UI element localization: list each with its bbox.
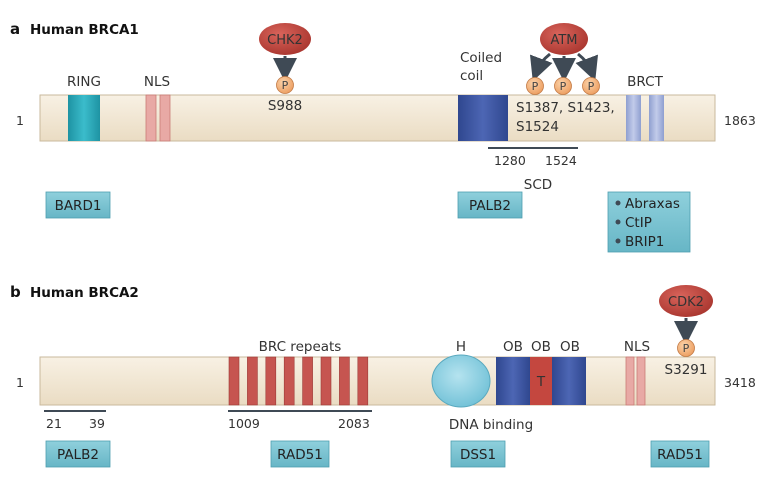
rad51-label-right: RAD51 — [657, 447, 703, 463]
brca2-protein-bar — [39, 356, 716, 406]
phospho-s1387 — [526, 77, 544, 95]
palb2-label-b: PALB2 — [57, 447, 99, 463]
brc-repeats-group — [228, 356, 369, 406]
ob-fold-1 — [496, 357, 530, 405]
palb2-partner-box-a — [457, 191, 523, 219]
s3291-label: S3291 — [665, 362, 708, 378]
panel-a-letter: a — [10, 20, 20, 38]
brca1-end-number: 1863 — [724, 113, 756, 128]
cdk2-kinase — [659, 285, 713, 317]
tower-domain — [530, 357, 552, 405]
brct-partner-ctip: CtIP — [625, 215, 652, 231]
dss1-label: DSS1 — [460, 447, 496, 463]
brc-repeat-5 — [302, 356, 313, 406]
palb2-partner-box-b — [45, 440, 111, 468]
phospho-s3291-symbol: P — [683, 342, 690, 355]
atm-arrow-3 — [575, 52, 599, 82]
phospho-s1524 — [582, 77, 600, 95]
coiled-coil-label-line1: Coiled — [460, 50, 502, 66]
brc-repeat-8 — [357, 356, 369, 406]
ring-label: RING — [67, 74, 101, 90]
phospho-s3291 — [677, 339, 695, 357]
scd-label: SCD — [524, 177, 552, 193]
cdk2-label: CDK2 — [668, 295, 704, 310]
nls-domain-1 — [145, 94, 157, 142]
scd-end-number: 1524 — [545, 153, 577, 168]
ob3-label: OB — [560, 339, 580, 355]
palb2-range-end: 39 — [89, 416, 105, 431]
brca2-end-number: 3418 — [724, 375, 756, 390]
nls-b-domain-2 — [636, 356, 646, 406]
brc-repeat-1 — [228, 356, 240, 406]
atm-label: ATM — [550, 33, 577, 48]
ob1-label: OB — [503, 339, 523, 355]
brca2-start-number: 1 — [16, 375, 24, 390]
scd-start-number: 1280 — [494, 153, 526, 168]
palb2-label-a: PALB2 — [469, 198, 511, 214]
chk2-kinase — [259, 23, 311, 55]
atm-sites-line1: S1387, S1423, — [516, 100, 615, 116]
panel-a-title: Human BRCA1 — [30, 22, 139, 38]
atm-kinase — [540, 23, 588, 55]
phospho-s1423-symbol: P — [560, 80, 567, 93]
coiled-coil-domain — [458, 95, 508, 141]
panel-b-title: Human BRCA2 — [30, 285, 139, 301]
atm-sites-line2: S1524 — [516, 119, 559, 135]
brc-repeat-3 — [265, 356, 277, 406]
brct-label: BRCT — [627, 74, 663, 90]
ring-domain — [68, 95, 100, 141]
bard1-partner-box — [45, 191, 111, 219]
rad51-label-left: RAD51 — [277, 447, 323, 463]
chk2-label: CHK2 — [267, 33, 303, 48]
phospho-s1524-symbol: P — [588, 80, 595, 93]
coiled-coil-label-line2: coil — [460, 68, 483, 84]
brc-repeat-7 — [339, 356, 350, 406]
phospho-s988-symbol: P — [282, 79, 289, 92]
rad51-partner-box-right — [650, 440, 710, 468]
s988-label: S988 — [268, 98, 302, 114]
atm-arrow-1 — [529, 52, 553, 82]
panel-b-letter: b — [10, 283, 21, 301]
brc-repeat-2 — [247, 356, 258, 406]
phospho-s1387-symbol: P — [532, 80, 539, 93]
phospho-s988 — [276, 76, 294, 94]
h-label: H — [456, 339, 466, 355]
bullet-brip1 — [615, 238, 621, 244]
t-label: T — [536, 374, 546, 390]
bard1-label: BARD1 — [55, 198, 102, 214]
nls-domain-2 — [159, 94, 171, 142]
palb2-range-start: 21 — [46, 416, 62, 431]
rad51-partner-box-left — [270, 440, 330, 468]
dss1-partner-box — [450, 440, 506, 468]
nls-label-b: NLS — [624, 339, 650, 355]
brct-domain-2 — [649, 95, 664, 141]
ob-fold-3 — [552, 357, 586, 405]
brct-domain-1 — [626, 95, 641, 141]
phospho-s1423 — [554, 77, 572, 95]
brc-repeat-6 — [320, 356, 332, 406]
brct-partners-box — [607, 191, 691, 253]
nls-label-a: NLS — [144, 74, 170, 90]
rad51-range-start: 1009 — [228, 416, 260, 431]
bullet-ctip — [615, 219, 621, 225]
ob2-label: OB — [531, 339, 551, 355]
brct-partner-brip1: BRIP1 — [625, 234, 664, 250]
brct-partner-abraxas: Abraxas — [625, 196, 680, 212]
brc-repeat-4 — [283, 356, 295, 406]
helical-domain — [431, 354, 491, 408]
dna-binding-label: DNA binding — [449, 417, 533, 433]
nls-b-domain-1 — [625, 356, 635, 406]
bullet-abraxas — [615, 200, 621, 206]
brc-repeats-label: BRC repeats — [259, 339, 342, 355]
brca1-start-number: 1 — [16, 113, 24, 128]
rad51-range-end: 2083 — [338, 416, 370, 431]
